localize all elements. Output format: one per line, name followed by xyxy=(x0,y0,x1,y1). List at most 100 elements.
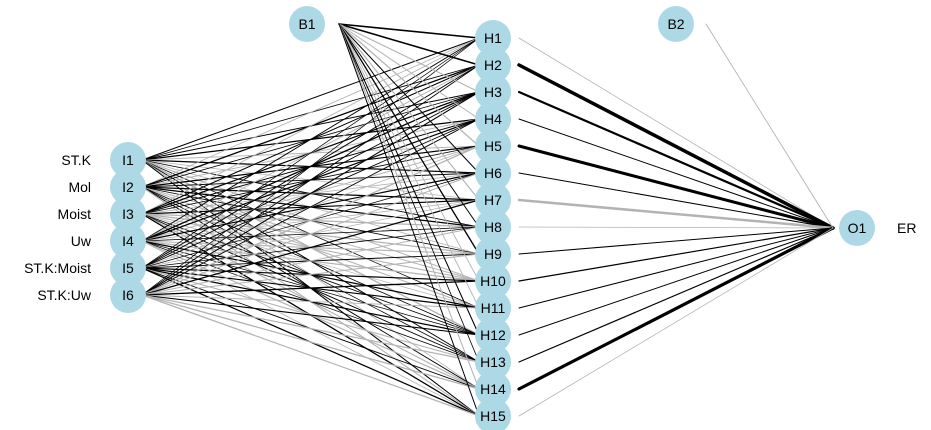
edge-H8-O1 xyxy=(518,226,834,229)
hidden-output-connections xyxy=(517,37,835,417)
node-h6: H6 xyxy=(475,155,511,191)
edge-H14-O1 xyxy=(517,226,835,391)
node-label: H1 xyxy=(484,30,502,46)
node-label: H3 xyxy=(484,84,502,100)
edge-H13-O1 xyxy=(518,227,834,363)
node-label: H5 xyxy=(484,138,502,154)
node-label: H14 xyxy=(480,381,506,397)
node-label: B2 xyxy=(667,16,684,32)
edge-I6-H2 xyxy=(141,64,480,296)
node-h7: H7 xyxy=(475,182,511,218)
node-h2: H2 xyxy=(475,47,511,83)
edge-B1-H5 xyxy=(338,23,480,147)
node-h12: H12 xyxy=(475,317,511,353)
node-label: H11 xyxy=(481,300,506,316)
edge-H7-O1 xyxy=(517,198,835,230)
node-circle xyxy=(289,6,325,42)
node-h5: H5 xyxy=(475,128,511,164)
node-i1: I1 xyxy=(110,142,146,178)
node-i2: I2 xyxy=(110,169,146,205)
edge-I6-H5 xyxy=(141,145,480,296)
node-o1: O1 xyxy=(839,210,875,246)
node-h1: H1 xyxy=(475,20,511,56)
edge-B1-H1 xyxy=(338,23,480,39)
edge-I4-H1 xyxy=(141,37,480,242)
edge-B1-H11 xyxy=(338,23,480,309)
edge-I1-H1 xyxy=(141,37,480,161)
bias2-output-connection xyxy=(705,23,834,229)
node-circle xyxy=(475,74,511,110)
edge-I2-H1 xyxy=(141,37,480,188)
edge-B1-H6 xyxy=(338,23,480,174)
edge-B1-H7 xyxy=(338,23,480,201)
node-circle xyxy=(475,317,511,353)
node-b1: B1 xyxy=(289,6,325,42)
node-label: H9 xyxy=(484,246,502,262)
node-circle xyxy=(839,210,875,246)
node-label: I6 xyxy=(122,287,134,303)
node-i6: I6 xyxy=(110,277,146,313)
node-label: H13 xyxy=(480,354,506,370)
edge-I6-H15 xyxy=(141,294,480,417)
edge-H15-O1 xyxy=(518,227,834,417)
edge-B1-H13 xyxy=(338,23,480,363)
edge-H11-O1 xyxy=(518,227,834,309)
node-h15: H15 xyxy=(475,398,511,430)
edge-I6-H7 xyxy=(141,199,480,296)
input-variable-label: ST.K xyxy=(61,152,91,168)
node-circle xyxy=(110,277,146,313)
edge-B1-H8 xyxy=(338,23,480,228)
edge-H5-O1 xyxy=(517,144,835,230)
edge-B1-H2 xyxy=(338,23,480,66)
node-h8: H8 xyxy=(475,209,511,245)
input-variable-label: Moist xyxy=(58,206,92,222)
node-label: H15 xyxy=(480,408,506,424)
node-h9: H9 xyxy=(475,236,511,272)
node-i5: I5 xyxy=(110,250,146,286)
edge-I6-H4 xyxy=(141,118,480,296)
bias1-hidden-connections xyxy=(338,23,480,417)
node-circle xyxy=(475,209,511,245)
edge-B1-H3 xyxy=(338,23,480,93)
edge-I6-H14 xyxy=(141,294,480,390)
node-circle xyxy=(475,344,511,380)
node-h4: H4 xyxy=(475,101,511,137)
node-circle xyxy=(110,196,146,232)
node-circle xyxy=(475,47,511,83)
output-variable-label: ER xyxy=(897,220,916,236)
node-circle xyxy=(110,142,146,178)
input-variable-label: Uw xyxy=(71,233,92,249)
edge-H1-O1 xyxy=(518,37,834,229)
node-label: H12 xyxy=(480,327,506,343)
edge-I6-H8 xyxy=(141,226,480,296)
edge-B1-H10 xyxy=(338,23,480,282)
node-circle xyxy=(475,236,511,272)
edge-H6-O1 xyxy=(518,172,834,229)
node-label: I2 xyxy=(122,179,134,195)
edge-H12-O1 xyxy=(518,227,834,336)
node-circle xyxy=(475,128,511,164)
node-label: H4 xyxy=(484,111,502,127)
edge-B1-H14 xyxy=(338,23,480,390)
node-h3: H3 xyxy=(475,74,511,110)
node-circle xyxy=(475,101,511,137)
node-circle xyxy=(475,371,511,407)
node-label: H2 xyxy=(484,57,502,73)
node-circle xyxy=(475,155,511,191)
node-label: I3 xyxy=(122,206,134,222)
node-h10: H10 xyxy=(475,263,511,299)
input-hidden-connections xyxy=(141,37,480,417)
input-variable-label: ST.K:Moist xyxy=(24,260,91,276)
node-label: H10 xyxy=(480,273,506,289)
node-i4: I4 xyxy=(110,223,146,259)
edge-H2-O1 xyxy=(517,63,835,230)
node-h11: H11 xyxy=(475,290,511,326)
node-label: I1 xyxy=(122,152,134,168)
node-b2: B2 xyxy=(658,6,694,42)
node-label: B1 xyxy=(298,16,315,32)
edge-I5-H1 xyxy=(141,37,480,269)
edge-I6-H11 xyxy=(141,294,480,309)
edge-H3-O1 xyxy=(517,90,835,230)
node-circle xyxy=(110,223,146,259)
